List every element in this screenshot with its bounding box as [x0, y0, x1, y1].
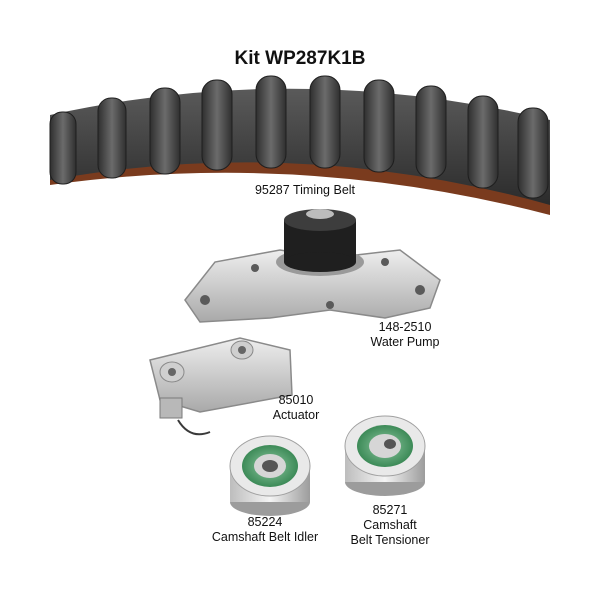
tensioner-part-number: 85271: [372, 503, 408, 517]
water-pump-label: 148-2510 Water Pump: [360, 320, 450, 350]
tensioner-part-name: Camshaft: [363, 518, 417, 532]
idler-pulley-image: [229, 435, 311, 516]
idler-part-number: 85224: [247, 515, 283, 529]
timing-belt-image: [49, 75, 550, 215]
timing-belt-label: 95287 Timing Belt: [240, 183, 370, 198]
timing-belt-part-number: 95287: [254, 183, 290, 197]
water-pump-part-name: Water Pump: [370, 335, 440, 349]
tensioner-label: 85271 Camshaft Belt Tensioner: [335, 503, 445, 548]
actuator-image: [149, 337, 293, 436]
water-pump-part-number: 148-2510: [378, 320, 432, 334]
tensioner-pulley-image: [344, 415, 426, 496]
actuator-part-number: 85010: [278, 393, 314, 407]
actuator-part-name: Actuator: [272, 408, 320, 422]
idler-part-name: Camshaft Belt Idler: [211, 530, 319, 544]
water-pump-image: [184, 209, 441, 323]
idler-label: 85224 Camshaft Belt Idler: [200, 515, 330, 545]
tensioner-part-name-line2: Belt Tensioner: [350, 533, 430, 547]
timing-belt-part-name: Timing Belt: [292, 183, 356, 197]
actuator-label: 85010 Actuator: [256, 393, 336, 423]
kit-title: Kit WP287K1B: [234, 48, 366, 69]
